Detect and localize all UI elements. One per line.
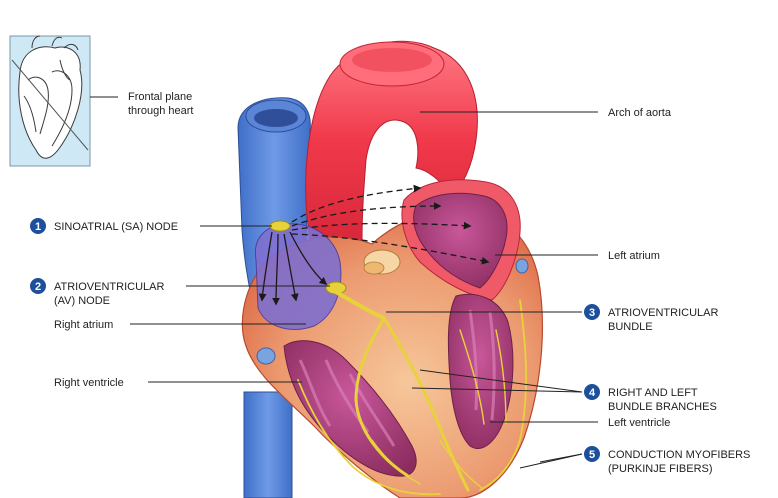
av-bundle-path [334, 290, 386, 320]
step-label-line2: (PURKINJE FIBERS) [608, 463, 713, 475]
label-right-atrium: Right atrium [54, 319, 113, 331]
step-1: 1 SINOATRIAL (SA) NODE [30, 218, 178, 234]
inset-heart-sketch [11, 35, 89, 159]
right-bundle-branch-path [354, 316, 410, 478]
step-2: 2 ATRIOVENTRICULAR (AV) NODE [30, 278, 164, 307]
right-atrium-chamber [254, 223, 342, 330]
step-label-line1: ATRIOVENTRICULAR [54, 281, 164, 293]
step-5: 5 CONDUCTION MYOFIBERS (PURKINJE FIBERS) [584, 446, 750, 475]
aorta [305, 40, 478, 241]
step-badge [584, 304, 600, 320]
step-3: 3 ATRIOVENTRICULAR BUNDLE [584, 304, 718, 333]
sa-node [269, 220, 291, 232]
purkinje-fibers-left [479, 299, 527, 491]
step-badge [584, 446, 600, 462]
structure-labels: Arch of aorta Left atrium Right atrium R… [54, 107, 672, 429]
step-badge [30, 218, 46, 234]
purkinje-fibers-branches [371, 329, 507, 489]
step-label-line1: CONDUCTION MYOFIBERS [608, 449, 750, 461]
step-label-line2: (AV) NODE [54, 295, 110, 307]
step-number: 5 [589, 449, 595, 461]
step-number: 2 [35, 281, 41, 293]
right-ventricle-chamber [283, 340, 417, 477]
inset-label-line2: through heart [128, 105, 193, 117]
impulse-arrows [258, 184, 490, 306]
step-badge [584, 384, 600, 400]
valves [256, 249, 529, 365]
step-number: 1 [35, 221, 41, 233]
label-right-ventricle: Right ventricle [54, 377, 124, 389]
left-bundle-branch-path [382, 316, 470, 492]
purkinje-fibers-right [297, 379, 441, 496]
step-label-line1: RIGHT AND LEFT [608, 387, 698, 399]
step-badge [30, 278, 46, 294]
leader-lines [130, 111, 598, 469]
step-label-line1: ATRIOVENTRICULAR [608, 307, 718, 319]
conduction-system [269, 220, 527, 496]
label-arch-of-aorta: Arch of aorta [608, 107, 672, 119]
step-number: 3 [589, 307, 595, 319]
label-left-atrium: Left atrium [608, 250, 660, 262]
step-label-line1: SINOATRIAL (SA) NODE [54, 221, 178, 233]
inset-label-line1: Frontal plane [128, 91, 192, 103]
label-left-ventricle: Left ventricle [608, 417, 670, 429]
step-4: 4 RIGHT AND LEFT BUNDLE BRANCHES [584, 384, 717, 413]
step-number: 4 [589, 387, 596, 399]
inset-frontal-plane: Frontal plane through heart [9, 35, 193, 167]
step-label-line2: BUNDLE [608, 321, 653, 333]
step-label-line2: BUNDLE BRANCHES [608, 401, 717, 413]
